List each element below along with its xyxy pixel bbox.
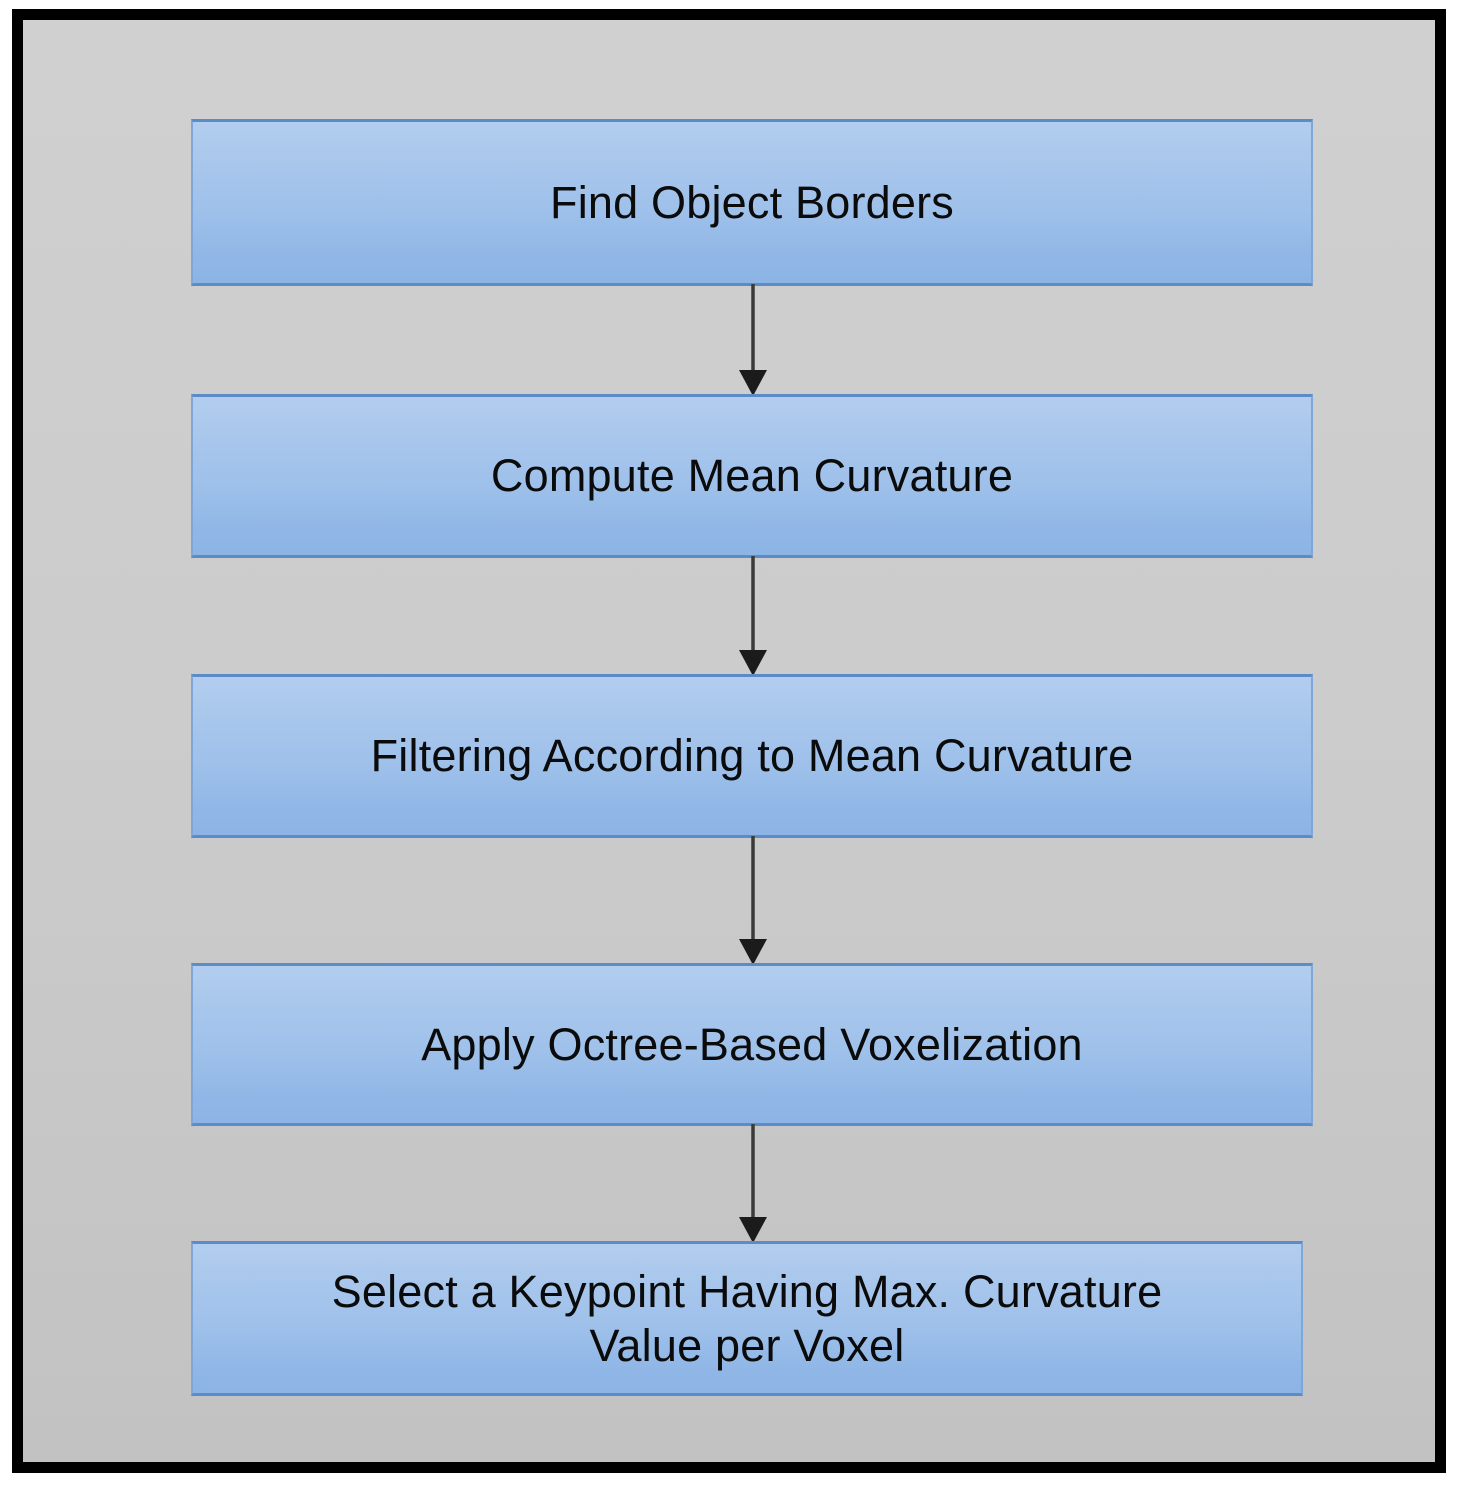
flow-edge-voxelization-to-select-keypoint — [739, 1124, 767, 1243]
flow-edge-find-borders-to-compute-curvature — [739, 284, 767, 396]
flow-node-filtering[interactable]: Filtering According to Mean Curvature — [191, 674, 1313, 838]
figure-frame: Find Object Borders Compute Mean Curvatu… — [12, 9, 1446, 1473]
flow-node-find-borders[interactable]: Find Object Borders — [191, 119, 1313, 286]
arrowhead-down-icon — [739, 1217, 767, 1243]
flowchart-canvas: Find Object Borders Compute Mean Curvatu… — [23, 20, 1435, 1462]
flow-edge-compute-curvature-to-filtering — [739, 556, 767, 676]
arrowhead-down-icon — [739, 650, 767, 676]
flow-node-voxelization[interactable]: Apply Octree-Based Voxelization — [191, 963, 1313, 1126]
flow-node-compute-curvature[interactable]: Compute Mean Curvature — [191, 394, 1313, 558]
arrowhead-down-icon — [739, 939, 767, 965]
flow-node-select-keypoint[interactable]: Select a Keypoint Having Max. Curvature … — [191, 1241, 1303, 1396]
flow-edge-filtering-to-voxelization — [739, 836, 767, 965]
arrowhead-down-icon — [739, 370, 767, 396]
